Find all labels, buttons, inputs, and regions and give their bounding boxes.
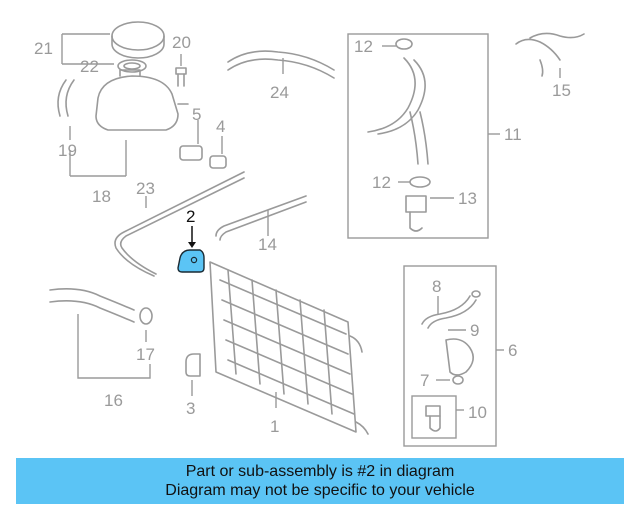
callout-16: 16 [104, 391, 123, 410]
callout-23: 23 [136, 179, 155, 198]
callout-19: 19 [58, 141, 77, 160]
cap-seal [117, 59, 147, 73]
callout-17: 17 [136, 345, 155, 364]
sensor-5 [179, 145, 203, 161]
callout-1: 1 [270, 417, 279, 436]
callout-6: 6 [508, 341, 517, 360]
callout-7: 7 [420, 371, 429, 390]
hose-15 [515, 32, 585, 77]
group-box-10 [411, 395, 457, 439]
radiator-1 [209, 261, 369, 435]
connector-10 [425, 405, 441, 432]
callout-13: 13 [458, 189, 477, 208]
banner-line-2: Diagram may not be specific to your vehi… [165, 482, 475, 499]
hose-19 [57, 79, 75, 117]
banner-line-1: Part or sub-assembly is #2 in diagram [185, 463, 455, 480]
callout-15: 15 [552, 81, 571, 100]
callout-9: 9 [470, 321, 479, 340]
group-box-6 [403, 265, 497, 447]
seal-17 [139, 307, 153, 325]
callout-5: 5 [192, 105, 201, 124]
callout-18: 18 [92, 187, 111, 206]
callout-20: 20 [172, 33, 191, 52]
callout-11: 11 [504, 125, 522, 144]
pipe-assembly-11 [367, 38, 431, 232]
hose-16 [49, 288, 135, 323]
bracket-3 [185, 353, 201, 377]
callout-24: 24 [270, 83, 289, 102]
callout-12-lower: 12 [372, 173, 391, 192]
expansion-tank [95, 69, 189, 131]
sensor-4 [209, 155, 227, 169]
reservoir-cap [111, 21, 165, 59]
parts-diagram: 21 22 19 18 20 24 5 4 23 14 2 [34, 21, 585, 447]
bracket-2-highlighted [177, 249, 205, 273]
callout-22: 22 [80, 57, 99, 76]
pipe-assembly-6 [421, 290, 481, 385]
callout-21: 21 [34, 39, 53, 58]
info-banner: Part or sub-assembly is #2 in diagram Di… [16, 458, 624, 504]
callout-4: 4 [216, 117, 225, 136]
callout-3: 3 [186, 399, 195, 418]
callout-8: 8 [432, 277, 441, 296]
group-box-11 [347, 33, 489, 239]
hose-14 [215, 195, 307, 241]
callout-12-upper: 12 [354, 37, 373, 56]
hose-24 [227, 50, 335, 79]
callout-10: 10 [468, 403, 487, 422]
hose-23 [114, 171, 245, 277]
callout-14: 14 [258, 235, 277, 254]
callout-2: 2 [186, 207, 195, 226]
screw-20 [175, 67, 187, 87]
